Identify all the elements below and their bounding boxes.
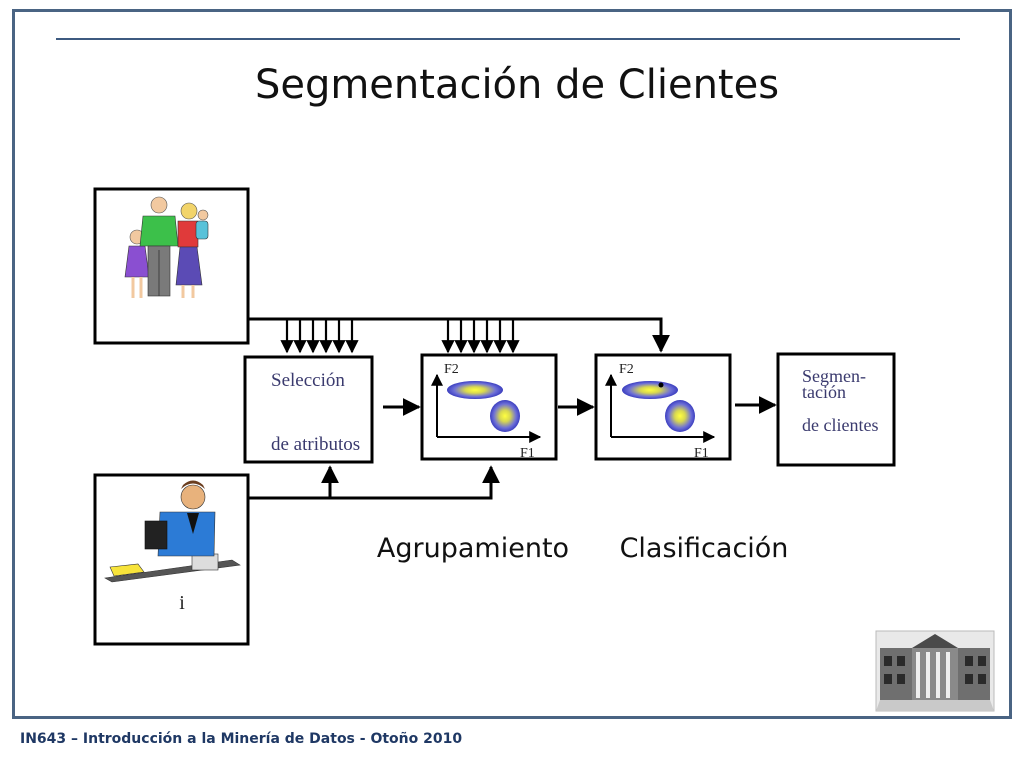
- clasificacion-plot: F2 F1: [594, 353, 732, 461]
- seleccion-line1: Selección: [271, 370, 345, 391]
- family-clipart-icon: [124, 196, 209, 298]
- cluster-1: [447, 381, 503, 399]
- cluster-2: [665, 400, 695, 432]
- label-agrupamiento: Agrupamiento: [377, 533, 569, 564]
- new-point: [658, 382, 664, 388]
- title-rule: [56, 38, 960, 40]
- clasificacion-xlabel: F1: [694, 446, 709, 461]
- seleccion-box: Selección de atributos: [243, 355, 374, 464]
- operator-caption: i: [179, 592, 185, 614]
- cluster-1: [622, 381, 678, 399]
- segmentacion-line1: Segmen-: [802, 366, 866, 386]
- footer-text: IN643 – Introducción a la Minería de Dat…: [20, 731, 463, 747]
- cluster-2: [490, 400, 520, 432]
- connectors: [248, 317, 777, 500]
- operator-phone-clipart-icon: [104, 480, 241, 583]
- agrupamiento-ylabel: F2: [444, 362, 459, 377]
- clasificacion-ylabel: F2: [619, 362, 634, 377]
- label-clasificacion: Clasificación: [620, 533, 789, 564]
- operator-box: i: [93, 473, 250, 646]
- family-box: [93, 187, 250, 345]
- segmentacion-line2: tación: [802, 382, 846, 402]
- agrupamiento-plot: F2 F1: [420, 353, 558, 461]
- agrupamiento-xlabel: F1: [520, 446, 535, 461]
- segmentacion-box: Segmen- tación de clientes: [776, 352, 896, 467]
- university-building-photo-icon: [875, 630, 995, 712]
- seleccion-line2: de atributos: [271, 434, 360, 455]
- segmentacion-line3: de clientes: [802, 415, 878, 435]
- slide-frame: [12, 9, 1012, 719]
- slide-title: Segmentación de Clientes: [254, 62, 780, 108]
